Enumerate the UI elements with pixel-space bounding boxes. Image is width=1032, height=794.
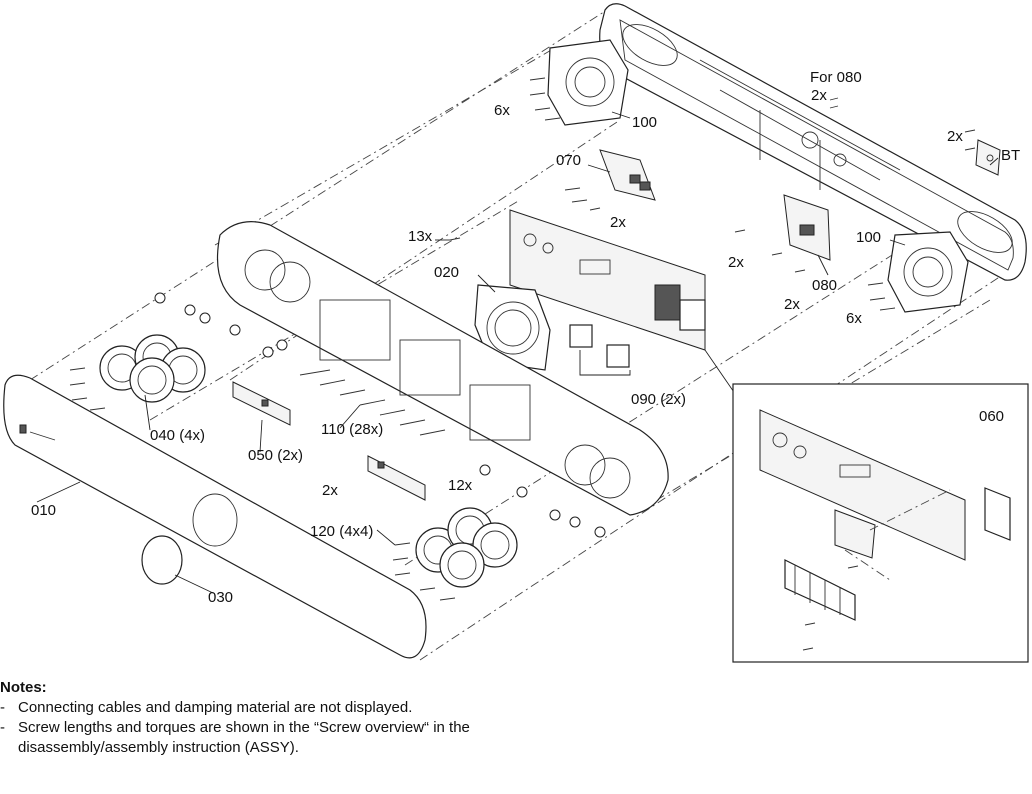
- label-110: 110 (28x): [321, 421, 384, 438]
- qty-2x-for-080: 2x: [811, 87, 827, 104]
- button-board-050-a: [232, 381, 291, 426]
- inset-060: [732, 383, 1029, 663]
- notes-title: Notes:: [0, 679, 47, 696]
- qty-2x-mid: 2x: [322, 482, 338, 499]
- thermal-pads-090: [569, 324, 631, 376]
- label-bt: BT: [1001, 147, 1021, 164]
- qty-6x-right: 6x: [846, 310, 862, 327]
- screws: [69, 77, 976, 601]
- bt-module: [975, 139, 1001, 176]
- front-grille-010: [3, 374, 427, 659]
- label-for-080: For 080: [810, 69, 862, 86]
- label-060: 060: [979, 408, 1005, 425]
- label-070: 070: [556, 152, 582, 169]
- main-board: [509, 209, 706, 351]
- qty-2x-b: 2x: [784, 296, 800, 313]
- label-100-right: 100: [856, 229, 882, 246]
- qty-2x-070: 2x: [610, 214, 626, 231]
- label-030: 030: [208, 589, 234, 606]
- label-010: 010: [31, 502, 57, 519]
- qty-12x: 12x: [448, 477, 473, 494]
- speaker-rings-040: [99, 334, 206, 403]
- speaker-rings-120: [415, 507, 518, 588]
- label-120: 120 (4x4): [310, 523, 374, 540]
- speaker-frame-right: [887, 231, 969, 313]
- note-item: - Screw lengths and torques are shown in…: [0, 718, 700, 758]
- label-080: 080: [812, 277, 838, 294]
- note-text: Screw lengths and torques are shown in t…: [18, 719, 470, 736]
- cap-030: [141, 535, 183, 585]
- label-050: 050 (2x): [248, 447, 304, 464]
- label-090: 090 (2x): [631, 391, 687, 408]
- board-070: [599, 149, 656, 201]
- note-dash: -: [0, 719, 5, 736]
- note-text-continued: disassembly/assembly instruction (ASSY).: [18, 739, 299, 756]
- qty-6x-top: 6x: [494, 102, 510, 119]
- notes-section: Notes: - Connecting cables and damping m…: [0, 678, 700, 758]
- qty-2x-a: 2x: [728, 254, 744, 271]
- label-100-top: 100: [632, 114, 658, 131]
- label-020: 020: [434, 264, 460, 281]
- note-text: Connecting cables and damping material a…: [18, 699, 413, 716]
- board-080: [783, 194, 831, 261]
- note-item: - Connecting cables and damping material…: [0, 698, 700, 718]
- qty-13x: 13x: [408, 228, 433, 245]
- note-dash: -: [0, 699, 5, 716]
- qty-2x-bt: 2x: [947, 128, 963, 145]
- label-040: 040 (4x): [150, 427, 206, 444]
- speaker-frame-top: [547, 39, 629, 126]
- button-board-050-b: [367, 455, 426, 501]
- front-housing: [217, 221, 669, 516]
